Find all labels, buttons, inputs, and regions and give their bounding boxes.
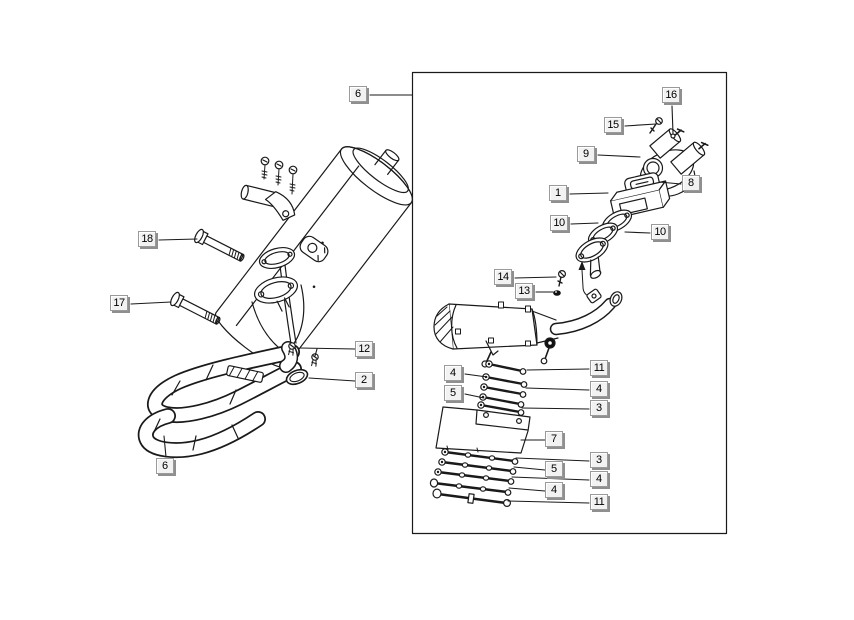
inset-muffler xyxy=(433,288,623,368)
leader-lines xyxy=(130,94,682,504)
callout-16[interactable]: 16 xyxy=(662,87,680,103)
screw-15 xyxy=(649,117,663,134)
inset-panel-border xyxy=(411,71,728,535)
callout-3-row5[interactable]: 3 xyxy=(590,400,608,416)
pipe-flange xyxy=(575,237,609,279)
callout-6-pipes[interactable]: 6 xyxy=(156,458,174,474)
callout-7[interactable]: 7 xyxy=(545,431,563,447)
callout-4-row3[interactable]: 4 xyxy=(590,381,608,397)
callout-10-left[interactable]: 10 xyxy=(550,215,568,231)
callout-11-top[interactable]: 11 xyxy=(590,360,608,376)
callout-12[interactable]: 12 xyxy=(355,341,373,357)
callout-8[interactable]: 8 xyxy=(682,175,700,191)
screw-14 xyxy=(557,270,566,287)
callout-18[interactable]: 18 xyxy=(138,231,156,247)
mount-stack xyxy=(240,156,299,312)
stack-bolt-1 xyxy=(260,156,270,180)
gasket-ring-2 xyxy=(285,368,309,386)
inset-detail-view xyxy=(429,117,709,508)
callout-3-row6[interactable]: 3 xyxy=(590,452,608,468)
callout-4-row8[interactable]: 4 xyxy=(590,471,608,487)
assembly-arrow xyxy=(578,261,591,298)
callout-11-bottom[interactable]: 11 xyxy=(590,494,608,510)
callout-5-row7[interactable]: 5 xyxy=(545,461,563,477)
muffler-mount-tab xyxy=(299,235,329,263)
nut-13 xyxy=(553,290,561,296)
callout-6-muffler[interactable]: 6 xyxy=(349,86,367,102)
stack-bolt-3 xyxy=(288,165,298,195)
hanger-bracket xyxy=(240,184,296,221)
mount-flange xyxy=(253,276,299,312)
callout-10-right[interactable]: 10 xyxy=(651,224,669,240)
callout-14[interactable]: 14 xyxy=(494,269,512,285)
upper-bolt-rows xyxy=(477,360,528,416)
stack-bolt-2 xyxy=(274,160,284,186)
lower-bolt-rows xyxy=(429,448,519,508)
callout-13[interactable]: 13 xyxy=(515,283,533,299)
mount-gasket xyxy=(258,247,296,269)
exhaust-header-pipes xyxy=(137,341,302,459)
callout-17[interactable]: 17 xyxy=(110,295,128,311)
callout-1[interactable]: 1 xyxy=(549,185,567,201)
callout-5-row4[interactable]: 5 xyxy=(444,385,462,401)
muffler-main-view xyxy=(137,146,413,459)
screw-12b xyxy=(311,353,319,367)
bolt-18 xyxy=(194,228,245,262)
screw-12a xyxy=(288,342,296,356)
callout-2[interactable]: 2 xyxy=(355,372,373,388)
bolt-17 xyxy=(170,291,221,325)
callout-4-row2[interactable]: 4 xyxy=(444,365,462,381)
pipe-clamp-bracket xyxy=(226,365,264,383)
heat-shield-7 xyxy=(435,406,531,454)
callout-4-row9[interactable]: 4 xyxy=(545,482,563,498)
callout-9[interactable]: 9 xyxy=(577,146,595,162)
callout-15[interactable]: 15 xyxy=(604,117,622,133)
